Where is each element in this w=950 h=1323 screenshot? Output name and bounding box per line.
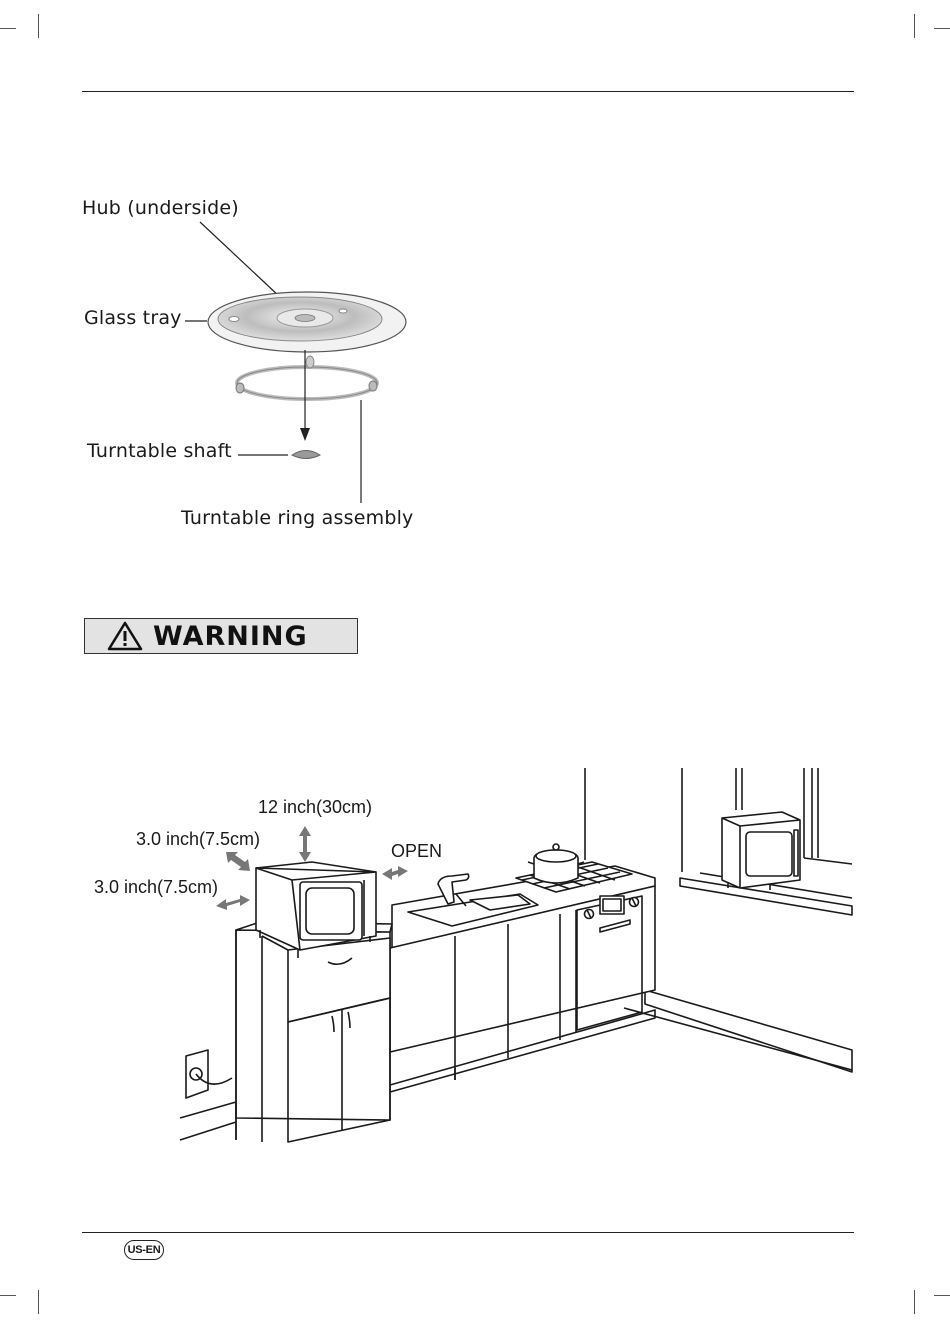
- warning-label: WARNING: [153, 621, 308, 652]
- turntable-illustration: [0, 0, 950, 560]
- language-badge: US-EN: [124, 1240, 164, 1260]
- outlet-icon: [186, 1050, 232, 1098]
- crop-mark: [38, 1290, 39, 1314]
- warning-triangle-icon: [107, 621, 143, 651]
- warning-banner: WARNING: [84, 618, 358, 654]
- crop-mark: [0, 1295, 16, 1296]
- crop-mark: [934, 1295, 950, 1296]
- turntable-shaft-icon: [292, 451, 320, 459]
- kitchen-illustration: [0, 760, 950, 1180]
- pot-icon: [528, 844, 584, 883]
- glass-tray-icon: [208, 292, 406, 352]
- microwave-icon: [722, 812, 800, 890]
- footer-rule: [82, 1232, 854, 1233]
- crop-mark: [914, 1290, 915, 1314]
- turntable-ring-icon: [236, 356, 377, 399]
